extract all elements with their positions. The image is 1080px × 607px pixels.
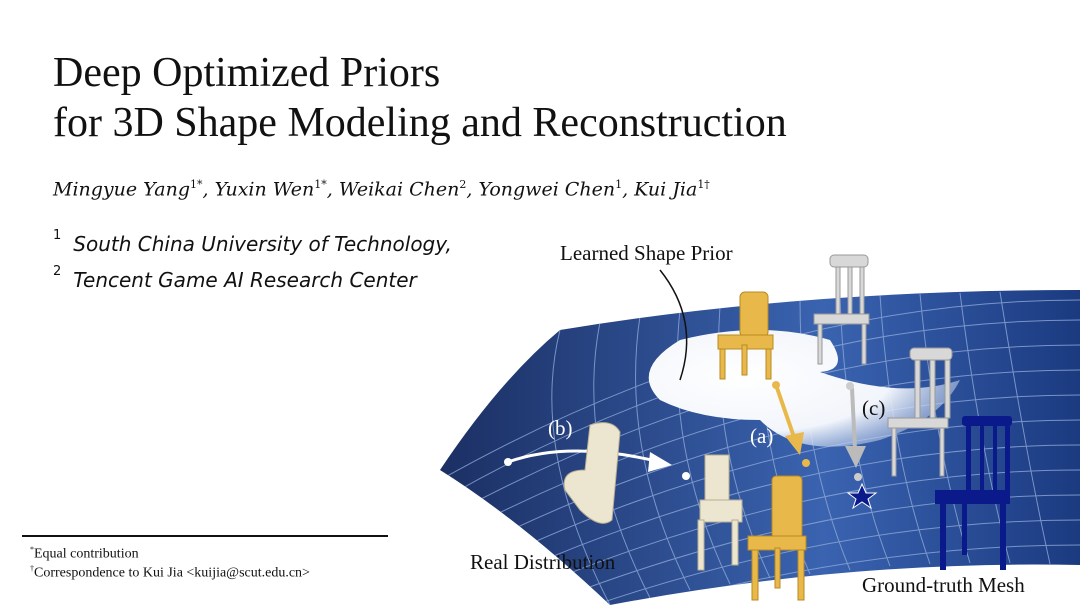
chair-gray-result — [887, 347, 953, 477]
author-name: Kui Jia — [634, 178, 698, 201]
label-a: (a) — [750, 424, 774, 448]
footnote-text: Equal contribution — [34, 546, 139, 562]
footnote: †Correspondence to Kui Jia <kuijia@scut.… — [30, 564, 310, 582]
learned-shape-prior-label: Learned Shape Prior — [560, 241, 733, 265]
arrow-b — [507, 449, 661, 464]
arrow-a — [774, 384, 797, 441]
affiliation: 2 Tencent Game AI Research Center — [53, 264, 417, 292]
shape-prior-figure — [440, 254, 1080, 605]
author-mark: 2 — [459, 178, 467, 191]
affiliation-number: 2 — [53, 264, 62, 279]
label-c: (c) — [862, 396, 886, 420]
ground-truth-star — [846, 482, 878, 510]
chair-ground-truth — [935, 416, 1012, 570]
title-line-2: for 3D Shape Modeling and Reconstruction — [53, 100, 787, 146]
affiliation-number: 1 — [53, 228, 62, 243]
author-mark: 1 — [615, 178, 623, 191]
footnote-divider — [22, 535, 388, 537]
chair-real-partial — [697, 454, 743, 571]
author-mark: 1* — [189, 178, 203, 191]
chair-gray-prior — [813, 254, 870, 365]
footnote-mark: † — [30, 564, 34, 573]
real-distribution-label: Real Distribution — [470, 550, 616, 574]
ground-truth-mesh-label: Ground-truth Mesh — [862, 573, 1025, 597]
affiliation: 1 South China University of Technology, — [53, 228, 452, 256]
author-name: Weikai Chen — [338, 178, 460, 201]
author-name: Yuxin Wen — [214, 178, 315, 201]
paper-title: Deep Optimized Priors for 3D Shape Model… — [53, 48, 787, 148]
author-name: Yongwei Chen — [478, 178, 616, 201]
footnote: *Equal contribution — [30, 545, 139, 563]
learned-prior-region — [648, 330, 960, 447]
author-mark: 1† — [697, 178, 710, 191]
author-name: Mingyue Yang — [53, 178, 190, 201]
affiliation-name: South China University of Technology, — [73, 232, 452, 256]
affiliation-name: Tencent Game AI Research Center — [73, 268, 417, 292]
chair-gold-prior — [717, 291, 774, 380]
footnote-text: Correspondence to Kui Jia <kuijia@scut.e… — [34, 565, 310, 581]
title-line-1: Deep Optimized Priors — [53, 50, 441, 96]
scan-real-partial — [563, 422, 621, 524]
label-b: (b) — [548, 416, 573, 440]
chair-gold-result — [747, 475, 807, 601]
author-list: Mingyue Yang1*, Yuxin Wen1*, Weikai Chen… — [53, 178, 710, 201]
author-mark: 1* — [314, 178, 327, 191]
arrow-c — [850, 387, 857, 451]
prior-pointer-line — [659, 269, 688, 381]
footnote-mark: * — [30, 545, 34, 554]
